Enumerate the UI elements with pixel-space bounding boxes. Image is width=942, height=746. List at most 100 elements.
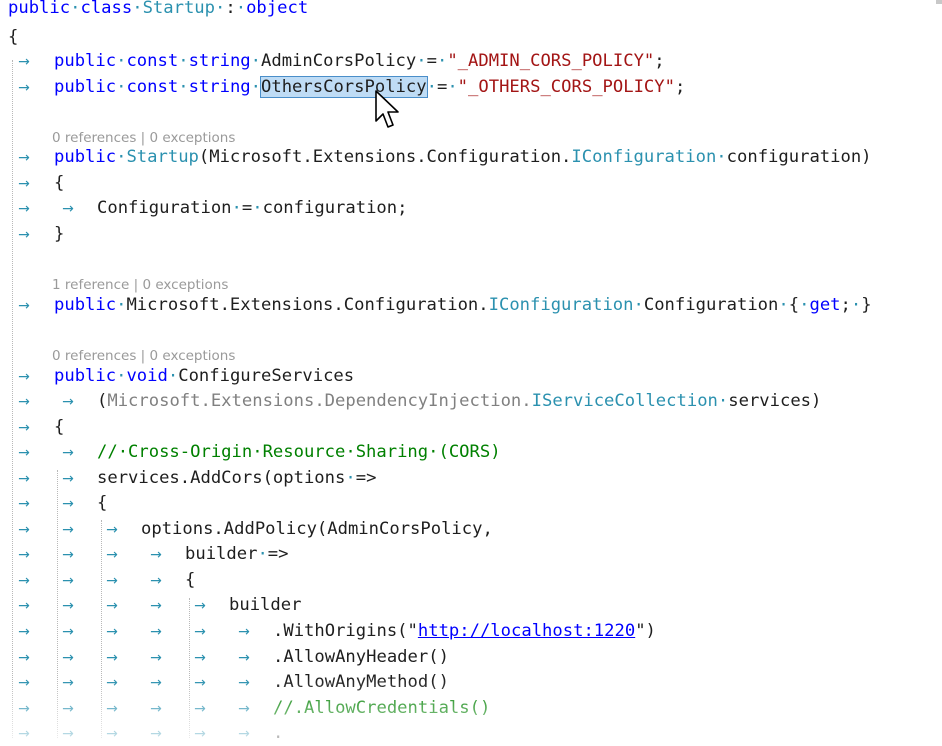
tab-arrow-icon: → bbox=[62, 624, 74, 640]
code-token: = bbox=[241, 198, 253, 218]
whitespace-marker: · bbox=[235, 0, 247, 18]
type-token: IConfiguration bbox=[571, 147, 717, 167]
code-line[interactable]: .WithOrigins("http://localhost:1220") bbox=[273, 619, 656, 644]
code-line[interactable]: public·Startup(Microsoft.Extensions.Conf… bbox=[54, 145, 872, 170]
tab-arrow-icon: → bbox=[238, 701, 250, 717]
tab-arrow-icon: → bbox=[18, 547, 30, 563]
tab-arrow-icon: → bbox=[150, 701, 162, 717]
keyword-token: public bbox=[8, 0, 71, 18]
code-line[interactable]: public·class·Startup·:·object bbox=[8, 0, 308, 21]
tab-arrow-icon: → bbox=[62, 496, 74, 512]
keyword-token: const bbox=[126, 77, 179, 97]
code-line[interactable]: public·Microsoft.Extensions.Configuratio… bbox=[54, 293, 872, 318]
whitespace-marker: · bbox=[799, 295, 810, 315]
comment-token: //.AllowCredentials() bbox=[273, 698, 491, 718]
whitespace-marker: · bbox=[436, 51, 448, 71]
whitespace-marker: · bbox=[116, 51, 127, 71]
code-token: (Microsoft.Extensions.Configuration. bbox=[198, 147, 572, 167]
namespace-token: Microsoft.Extensions.DependencyInjection… bbox=[107, 391, 532, 411]
code-line[interactable]: . bbox=[273, 721, 283, 746]
code-token: options.AddPolicy(AdminCorsPolicy, bbox=[141, 519, 493, 539]
whitespace-marker: · bbox=[447, 77, 458, 97]
code-token: builder bbox=[185, 544, 258, 564]
code-line[interactable]: { bbox=[8, 25, 18, 50]
whitespace-marker: · bbox=[426, 77, 437, 97]
tab-arrow-icon: → bbox=[106, 675, 118, 691]
code-line[interactable]: { bbox=[97, 491, 107, 516]
tab-arrow-icon: → bbox=[238, 726, 250, 742]
code-token: Configuration bbox=[643, 295, 779, 315]
whitespace-marker: · bbox=[252, 198, 263, 218]
tab-arrow-icon: → bbox=[194, 675, 206, 691]
code-token: = bbox=[426, 51, 437, 71]
code-token: services.AddCors(options bbox=[97, 468, 346, 488]
tab-arrow-icon: → bbox=[18, 80, 30, 96]
code-line[interactable]: { bbox=[54, 415, 64, 440]
whitespace-marker: · bbox=[250, 77, 262, 97]
tab-arrow-icon: → bbox=[18, 176, 30, 192]
tab-arrow-icon: → bbox=[106, 650, 118, 666]
url-link[interactable]: http://localhost:1220 bbox=[417, 621, 636, 641]
tab-arrow-icon: → bbox=[18, 573, 30, 589]
tab-arrow-icon: → bbox=[18, 150, 30, 166]
tab-arrow-icon: → bbox=[194, 598, 206, 614]
code-token: { bbox=[788, 295, 800, 315]
indent-guide bbox=[12, 60, 13, 738]
tab-arrow-icon: → bbox=[18, 522, 30, 538]
code-token: AdminCorsPolicy bbox=[261, 51, 417, 71]
code-token: { bbox=[54, 173, 65, 193]
tab-arrow-icon: → bbox=[150, 624, 162, 640]
tab-arrow-icon: → bbox=[18, 298, 30, 314]
tab-arrow-icon: → bbox=[194, 624, 206, 640]
tab-arrow-icon: → bbox=[150, 598, 162, 614]
tab-arrow-icon: → bbox=[18, 420, 30, 436]
code-token: { bbox=[97, 493, 108, 513]
code-token: = bbox=[436, 77, 448, 97]
mouse-pointer-icon bbox=[375, 90, 399, 128]
whitespace-marker: · bbox=[116, 147, 127, 167]
code-line[interactable]: options.AddPolicy(AdminCorsPolicy, bbox=[141, 517, 493, 542]
code-line[interactable]: { bbox=[185, 568, 195, 593]
tab-arrow-icon: → bbox=[62, 547, 74, 563]
keyword-token: get bbox=[809, 295, 841, 315]
code-token: : bbox=[225, 0, 236, 18]
keyword-token: string bbox=[188, 77, 251, 97]
code-line[interactable]: //·Cross-Origin·Resource·Sharing·(CORS) bbox=[97, 440, 501, 465]
indent-guide bbox=[101, 520, 102, 738]
tab-arrow-icon: → bbox=[18, 394, 30, 410]
code-line[interactable]: //.AllowCredentials() bbox=[273, 696, 490, 721]
code-token: Microsoft.Extensions.Configuration. bbox=[126, 295, 489, 315]
whitespace-marker: · bbox=[250, 51, 262, 71]
tab-arrow-icon: → bbox=[18, 471, 30, 487]
scroll-marker bbox=[936, 0, 942, 4]
code-lens-references[interactable]: 1 reference | 0 exceptions bbox=[52, 277, 229, 293]
code-lens-references[interactable]: 0 references | 0 exceptions bbox=[52, 130, 236, 146]
whitespace-marker: · bbox=[116, 366, 127, 386]
code-line[interactable]: public·void·ConfigureServices bbox=[54, 364, 354, 389]
tab-arrow-icon: → bbox=[18, 624, 30, 640]
tab-arrow-icon: → bbox=[62, 471, 74, 487]
code-line[interactable]: services.AddCors(options·=> bbox=[97, 466, 376, 491]
whitespace-marker: · bbox=[231, 198, 242, 218]
keyword-token: string bbox=[188, 51, 251, 71]
tab-arrow-icon: → bbox=[18, 201, 30, 217]
selected-token[interactable]: OthersCorsPolicy bbox=[260, 76, 428, 98]
code-lens-references[interactable]: 0 references | 0 exceptions bbox=[52, 348, 236, 364]
code-line[interactable]: .AllowAnyHeader() bbox=[273, 645, 449, 670]
code-line[interactable]: .AllowAnyMethod() bbox=[273, 670, 449, 695]
code-line[interactable]: builder·=> bbox=[185, 542, 289, 567]
tab-arrow-icon: → bbox=[18, 369, 30, 385]
type-token: IServiceCollection bbox=[531, 391, 718, 411]
code-token: configuration) bbox=[726, 147, 872, 167]
code-line[interactable]: (Microsoft.Extensions.DependencyInjectio… bbox=[97, 389, 821, 414]
code-line[interactable]: public·const·string·OthersCorsPolicy·=·"… bbox=[54, 75, 685, 100]
code-line[interactable]: } bbox=[54, 222, 64, 247]
code-line[interactable]: public·const·string·AdminCorsPolicy·=·"_… bbox=[54, 49, 665, 74]
tab-arrow-icon: → bbox=[150, 726, 162, 742]
code-line[interactable]: { bbox=[54, 171, 64, 196]
code-line[interactable]: builder bbox=[229, 593, 301, 618]
tab-arrow-icon: → bbox=[18, 445, 30, 461]
code-line[interactable]: Configuration·=·configuration; bbox=[97, 196, 407, 221]
tab-arrow-icon: → bbox=[194, 701, 206, 717]
